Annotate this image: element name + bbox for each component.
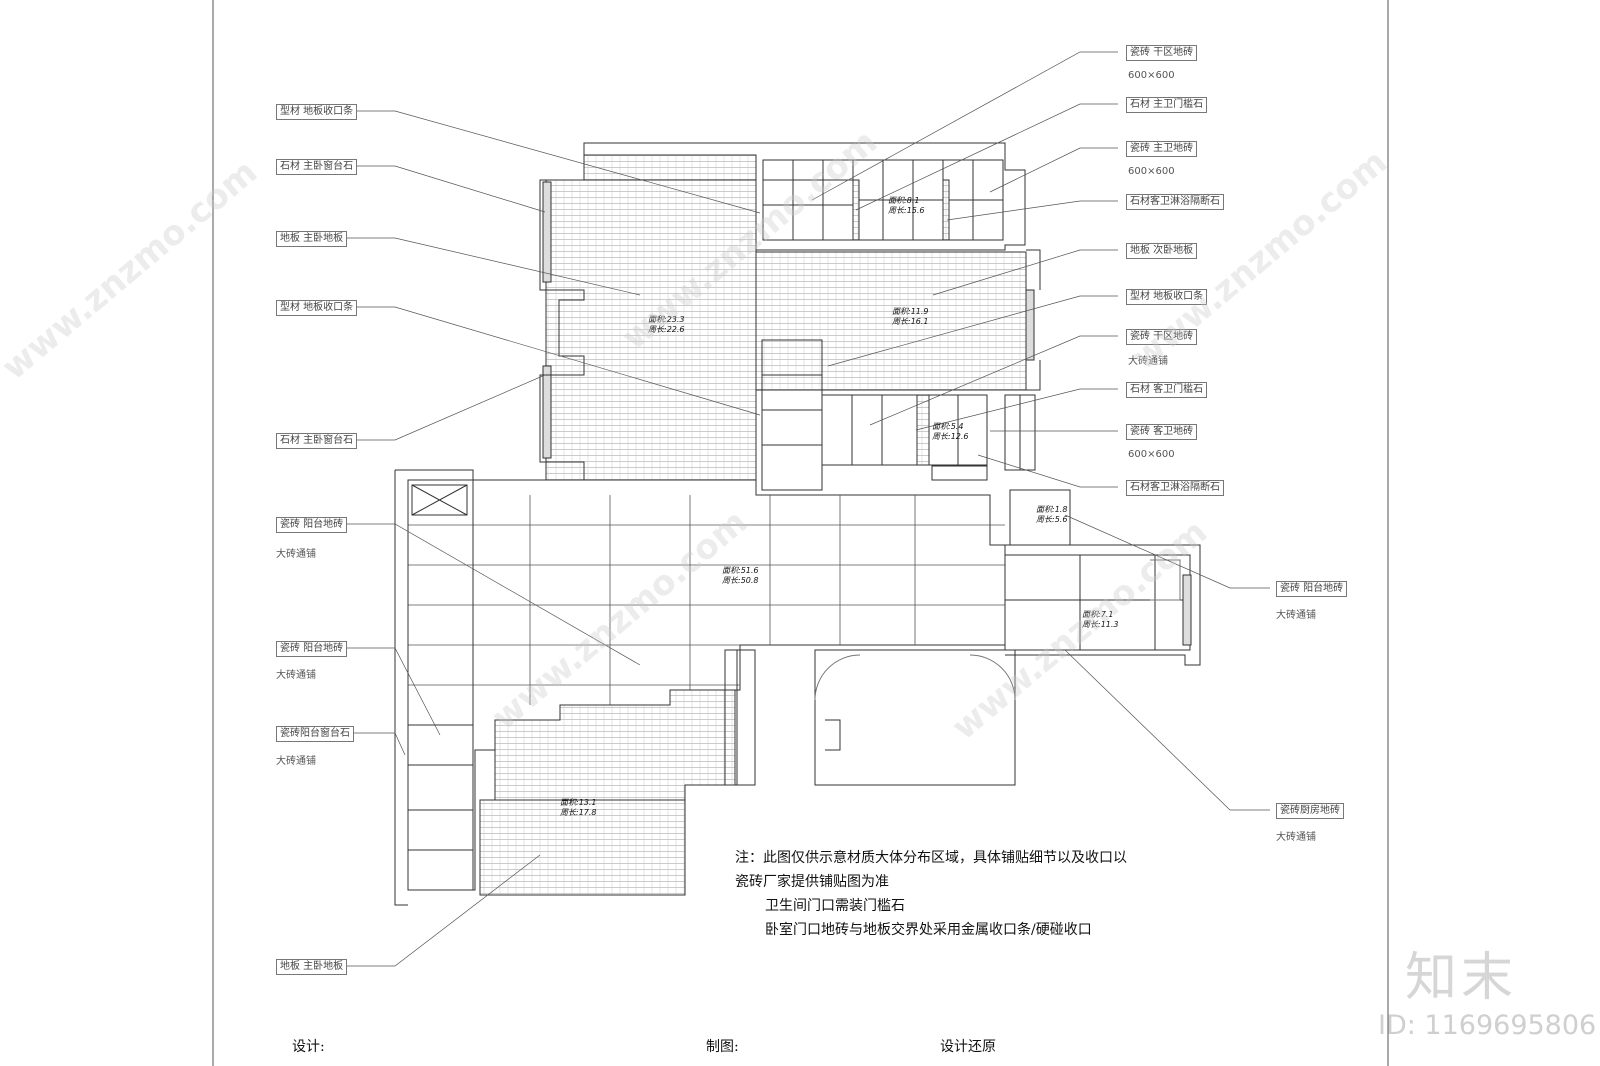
master-bedroom-window-sill-bottom <box>542 365 552 459</box>
note-line-3: 卫生间门口需装门槛石 <box>765 898 905 914</box>
label-left-8-sub: 大砖通铺 <box>276 756 316 767</box>
label-left-4: 型材 地板收口条 <box>276 300 358 316</box>
label-left-5: 石材 主卧窗台石 <box>276 433 358 449</box>
drawing-note: 注：此图仅供示意材质大体分布区域，具体铺贴细节以及收口以 瓷砖厂家提供铺贴图为准… <box>735 846 1127 942</box>
label-right-1: 瓷砖 干区地砖 <box>1126 45 1198 61</box>
perimeter-value: 周长:15.6 <box>888 206 925 215</box>
perimeter-value: 周长:12.6 <box>932 432 969 441</box>
footer-restore: 设计还原 <box>940 1039 996 1055</box>
label-right-1-sub: 600×600 <box>1128 70 1175 81</box>
label-right-2: 石材 主卫门槛石 <box>1126 97 1208 113</box>
label-right-11: 瓷砖 阳台地砖 <box>1276 581 1348 597</box>
kitchen-area <box>814 649 1016 786</box>
label-left-9: 地板 主卧地板 <box>276 959 348 975</box>
area-value: 面积:51.6 <box>722 566 759 575</box>
footer-drawing: 制图: <box>706 1039 739 1055</box>
master-bedroom-floor <box>545 179 757 481</box>
perimeter-value: 周长:11.3 <box>1082 620 1119 629</box>
label-left-3: 地板 主卧地板 <box>276 231 348 247</box>
label-right-9-sub: 600×600 <box>1128 449 1175 460</box>
label-left-7-sub: 大砖通铺 <box>276 670 316 681</box>
footer-design: 设计: <box>292 1039 325 1055</box>
label-left-6: 瓷砖 阳台地砖 <box>276 517 348 533</box>
label-left-6-sub: 大砖通铺 <box>276 549 316 560</box>
label-right-7: 瓷砖 干区地砖 <box>1126 329 1198 345</box>
perimeter-value: 周长:50.8 <box>722 576 759 585</box>
master-bedroom-window-sill-top <box>542 181 552 283</box>
label-right-3-sub: 600×600 <box>1128 166 1175 177</box>
left-balcony-floor <box>407 479 474 891</box>
label-right-10: 石材客卫淋浴隔断石 <box>1126 480 1224 496</box>
area-value: 面积:1.8 <box>1036 505 1068 514</box>
area-value: 面积:7.1 <box>1082 610 1114 619</box>
label-right-7-sub: 大砖通铺 <box>1128 356 1168 367</box>
label-right-4: 石材客卫淋浴隔断石 <box>1126 194 1224 210</box>
label-right-9: 瓷砖 客卫地砖 <box>1126 424 1198 440</box>
second-bedroom-floor <box>755 251 1027 391</box>
label-right-6: 型材 地板收口条 <box>1126 289 1208 305</box>
area-value: 面积:23.3 <box>648 315 685 324</box>
label-left-2: 石材 主卧窗台石 <box>276 159 358 175</box>
label-right-12-sub: 大砖通铺 <box>1276 832 1316 843</box>
label-right-11-sub: 大砖通铺 <box>1276 610 1316 621</box>
perimeter-value: 周长:17.8 <box>560 808 597 817</box>
perimeter-value: 周长:16.1 <box>892 317 929 326</box>
area-value: 面积:8.1 <box>888 196 920 205</box>
note-line-2: 瓷砖厂家提供铺贴图为准 <box>735 874 889 890</box>
area-value: 面积:5.4 <box>932 422 964 431</box>
perimeter-value: 周长:22.6 <box>648 325 685 334</box>
label-left-1: 型材 地板收口条 <box>276 104 358 120</box>
note-line-4: 卧室门口地砖与地板交界处采用金属收口条/硬碰收口 <box>765 922 1092 938</box>
label-right-5: 地板 次卧地板 <box>1126 243 1198 259</box>
watermark-id: ID: 1169695806 <box>1378 1010 1597 1041</box>
label-right-3: 瓷砖 主卫地砖 <box>1126 141 1198 157</box>
area-value: 面积:13.1 <box>560 798 597 807</box>
perimeter-value: 周长:5.6 <box>1036 515 1068 524</box>
label-left-7: 瓷砖 阳台地砖 <box>276 641 348 657</box>
note-line-1: 注：此图仅供示意材质大体分布区域，具体铺贴细节以及收口以 <box>735 850 1127 866</box>
watermark-logo: 知末 <box>1405 948 1518 1008</box>
label-right-8: 石材 客卫门槛石 <box>1126 382 1208 398</box>
area-value: 面积:11.9 <box>892 307 929 316</box>
guest-bath-floor <box>821 394 918 466</box>
label-right-12: 瓷砖厨房地砖 <box>1276 803 1344 819</box>
label-left-8: 瓷砖阳台窗台石 <box>276 726 354 742</box>
